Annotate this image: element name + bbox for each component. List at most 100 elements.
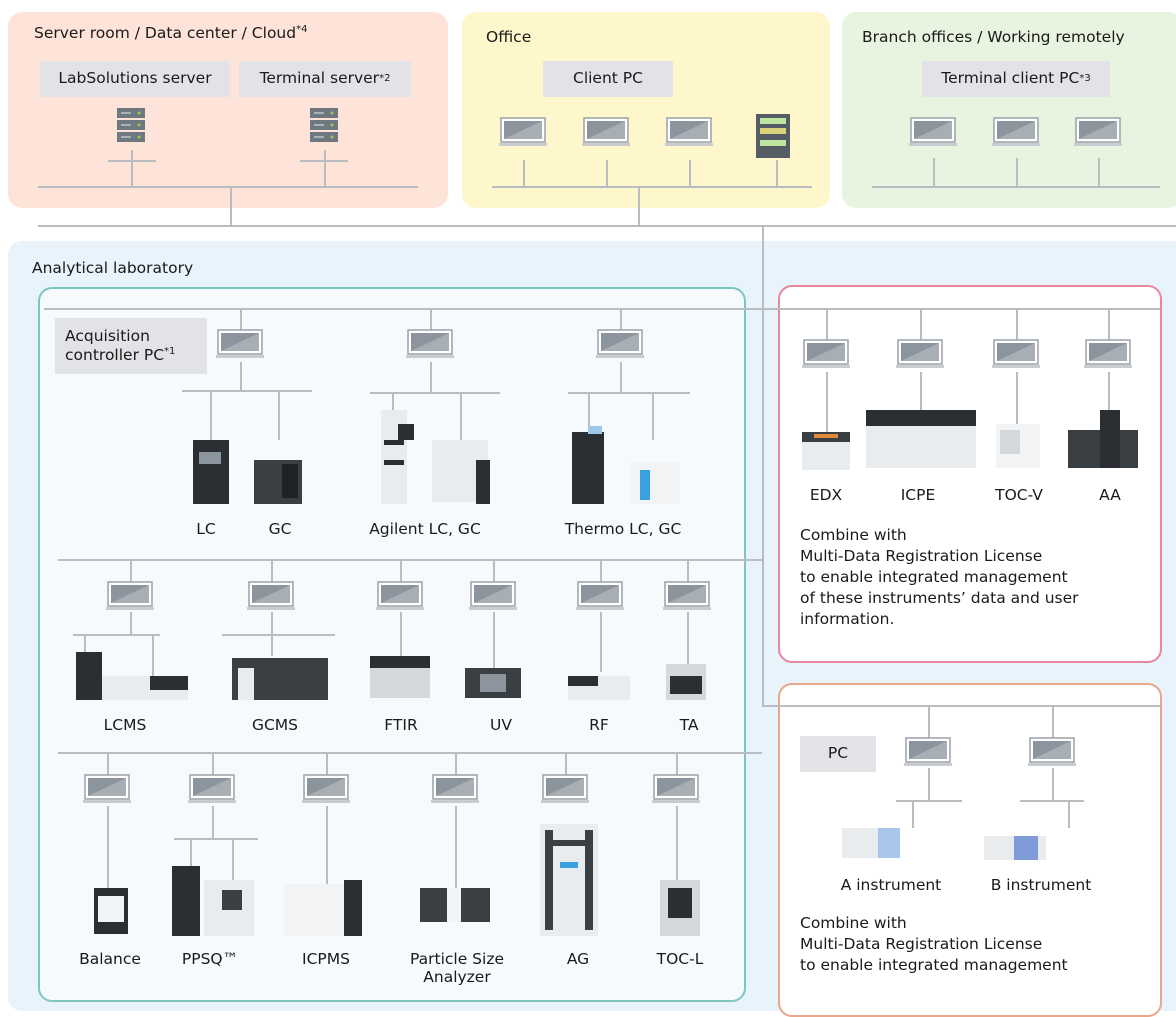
connection-line [392, 392, 394, 410]
ftir-icon [370, 656, 430, 668]
toc-l-icon [668, 888, 692, 918]
instrument-label-gcms: GCMS [251, 716, 299, 734]
connection-line [212, 752, 214, 775]
terminal-server-label: Terminal server*2 [239, 61, 411, 97]
toc-v-icon [1000, 430, 1020, 454]
connection-line [108, 160, 156, 162]
acquisition-pc-icon [215, 329, 265, 359]
connection-line [896, 800, 962, 802]
server-region [8, 12, 448, 208]
server-icon [310, 108, 338, 142]
server-bus [38, 186, 418, 188]
tablet-screen-icon [760, 128, 786, 134]
instrument-label-edx: EDX [809, 486, 843, 504]
connection-line [455, 806, 457, 888]
connection-line [1068, 800, 1070, 828]
connection-line [190, 838, 192, 866]
acquisition-pc-icon [1083, 339, 1133, 369]
other-instrument-note: Combine with Multi-Data Registration Lic… [800, 914, 1068, 974]
instrument-label-particle-size: Particle Size [409, 950, 504, 968]
instrument-label-toc-l: TOC-L [656, 950, 704, 968]
terminal-client-pc-label: Terminal client PC*3 [922, 61, 1110, 97]
instrument-label-aa: AA [1099, 486, 1121, 504]
connection-line [652, 392, 654, 440]
icpms-icon [284, 884, 344, 936]
acquisition-pc-icon [430, 774, 480, 804]
connection-line [271, 559, 273, 582]
instrument-label-ftir: FTIR [384, 716, 418, 734]
pc-icon [1027, 737, 1077, 767]
acquisition-pc-icon [105, 581, 155, 611]
connection-line [430, 362, 432, 392]
uv-icon [480, 674, 506, 692]
branch-bus [872, 186, 1160, 188]
multi-data-note: Combine with Multi-Data Registration Lic… [800, 526, 1079, 628]
acquisition-pc-icon [662, 581, 712, 611]
connection-line [523, 160, 525, 186]
connection-line [400, 612, 402, 656]
lcms-icon [150, 676, 188, 690]
lc-icon [193, 440, 229, 504]
agilent-lc-icon [384, 440, 404, 445]
connection-line [182, 390, 312, 392]
connection-line [400, 559, 402, 582]
acquisition-pc-icon [405, 329, 455, 359]
connection-line [493, 559, 495, 582]
aa-icon [1100, 410, 1120, 468]
agilent-lc-icon [384, 460, 404, 465]
instrument-label-rf: RF [589, 716, 609, 734]
connection-line [687, 612, 689, 664]
acquisition-pc-icon [801, 339, 851, 369]
rf-icon [568, 676, 598, 686]
connection-line [920, 372, 922, 410]
connection-line [776, 160, 778, 186]
office-region-title: Office [486, 28, 532, 46]
connection-line [600, 612, 602, 672]
connection-line [1016, 308, 1018, 340]
instrument-label-uv: UV [490, 716, 512, 734]
connection-line [174, 838, 258, 840]
acquisition-pc-icon [301, 774, 351, 804]
connection-line [130, 612, 132, 634]
connection-line [493, 612, 495, 668]
instrument-label-icpms: ICPMS [302, 950, 350, 968]
instrument-label-lcms: LCMS [103, 716, 147, 734]
instrument-label-gc: GC [268, 520, 292, 538]
connection-line [762, 225, 764, 705]
terminal-client-pc-icon [991, 117, 1041, 147]
instrument-label-a: A instrument [840, 876, 942, 894]
acquisition-pc-icon [991, 339, 1041, 369]
connection-line [222, 634, 335, 636]
instrument-label-ta: TA [679, 716, 699, 734]
connection-line [430, 308, 432, 330]
connection-line [326, 806, 328, 884]
connection-line [130, 559, 132, 582]
connection-line [271, 612, 273, 634]
instrument-label-b: B instrument [990, 876, 1092, 894]
connection-line [1016, 158, 1018, 186]
server-icon [117, 108, 145, 142]
agilent-gc-icon [476, 460, 490, 504]
gc-icon [282, 464, 298, 498]
tablet-screen-icon [760, 118, 786, 124]
client-pc-label: Client PC [543, 61, 673, 97]
terminal-client-pc-icon [1073, 117, 1123, 147]
connection-line [300, 160, 348, 162]
connection-line [370, 392, 500, 394]
instrument-label-ppsq: PPSQ™ [181, 950, 239, 968]
a-instrument-icon [878, 828, 900, 858]
connection-line [565, 752, 567, 775]
instrument-label-lc: LC [196, 520, 216, 538]
terminal-client-pc-icon [908, 117, 958, 147]
ppsq-icon [222, 890, 242, 910]
acquisition-pc-icon [895, 339, 945, 369]
acquisition-controller-pc-label: Acquisition controller PC*1 [55, 318, 207, 374]
instrument-label-agilent: Agilent LC, GC [369, 520, 481, 538]
connection-line [1020, 800, 1084, 802]
connection-line [568, 392, 690, 394]
connection-line [638, 186, 640, 226]
acquisition-pc-icon [575, 581, 625, 611]
icpms-icon [344, 880, 362, 936]
agilent-lc-icon [398, 424, 414, 440]
client-pc-icon [581, 117, 631, 147]
